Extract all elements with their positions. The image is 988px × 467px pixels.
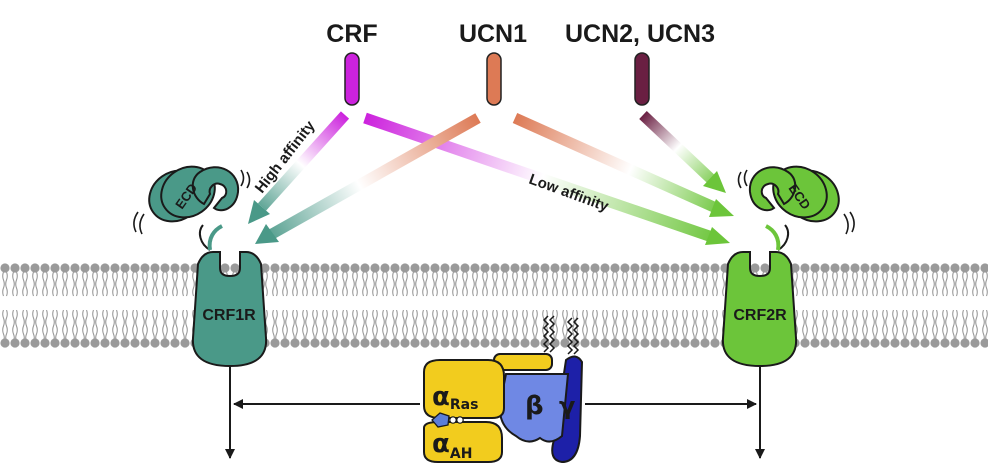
binding-arrows xyxy=(248,110,734,245)
arrow-crf-to-crf1r xyxy=(248,111,350,224)
ligand-label-crf: CRF xyxy=(326,20,377,48)
lipid-anchor-1 xyxy=(542,315,550,353)
alpha-ras-domain xyxy=(423,359,505,419)
alpha-ah-domain xyxy=(423,421,503,463)
arrow-ucn1-to-crf2r xyxy=(512,112,734,217)
beta-subunit xyxy=(498,373,570,443)
gdp-phosphate-1 xyxy=(449,416,457,424)
gdp-nucleotide xyxy=(431,412,450,428)
gdp-phosphate-2 xyxy=(456,416,464,424)
ligand-label-ucn2-ucn3: UCN2, UCN3 xyxy=(565,20,715,48)
lipid-anchor-3 xyxy=(566,317,574,355)
arrow-ucn1-to-crf1r xyxy=(255,113,481,244)
crf2r-receptor: ECD CRF2R xyxy=(721,165,855,368)
ligand-label-ucn1: UCN1 xyxy=(459,20,527,48)
alpha-ras-label: αRas xyxy=(432,382,478,413)
crf1r-motion-lines xyxy=(133,211,145,235)
beta-label: β xyxy=(525,391,544,421)
ucn1-peptide xyxy=(486,52,502,106)
lipid-anchor-2 xyxy=(548,315,556,353)
lipid-anchor-4 xyxy=(572,317,580,355)
crf2r-label: CRF2R xyxy=(733,307,787,324)
lipid-bilayer xyxy=(0,262,988,350)
signaling-lines xyxy=(225,366,765,459)
crf2r-motion-lines xyxy=(843,211,855,235)
crf2r-motion-lines-2 xyxy=(737,169,748,189)
crf2r-ecd: ECD xyxy=(748,165,840,223)
arrow-crf-to-crf2r xyxy=(363,112,730,245)
crf1r-label: CRF1R xyxy=(202,307,256,324)
crf-peptide xyxy=(344,52,360,106)
arrow-ucn2-ucn3-to-crf2r xyxy=(639,110,726,193)
gamma-label: γ xyxy=(559,392,575,420)
crf1r-motion-lines-2 xyxy=(240,169,251,189)
crf1r-receptor: ECD CRF1R xyxy=(133,165,268,368)
ucn2-ucn3-peptide xyxy=(634,52,650,106)
crf1r-ecd: ECD xyxy=(148,165,240,223)
alpha-ah-label: αAH xyxy=(432,429,472,462)
g-protein: αRas αAH β γ xyxy=(423,315,584,464)
